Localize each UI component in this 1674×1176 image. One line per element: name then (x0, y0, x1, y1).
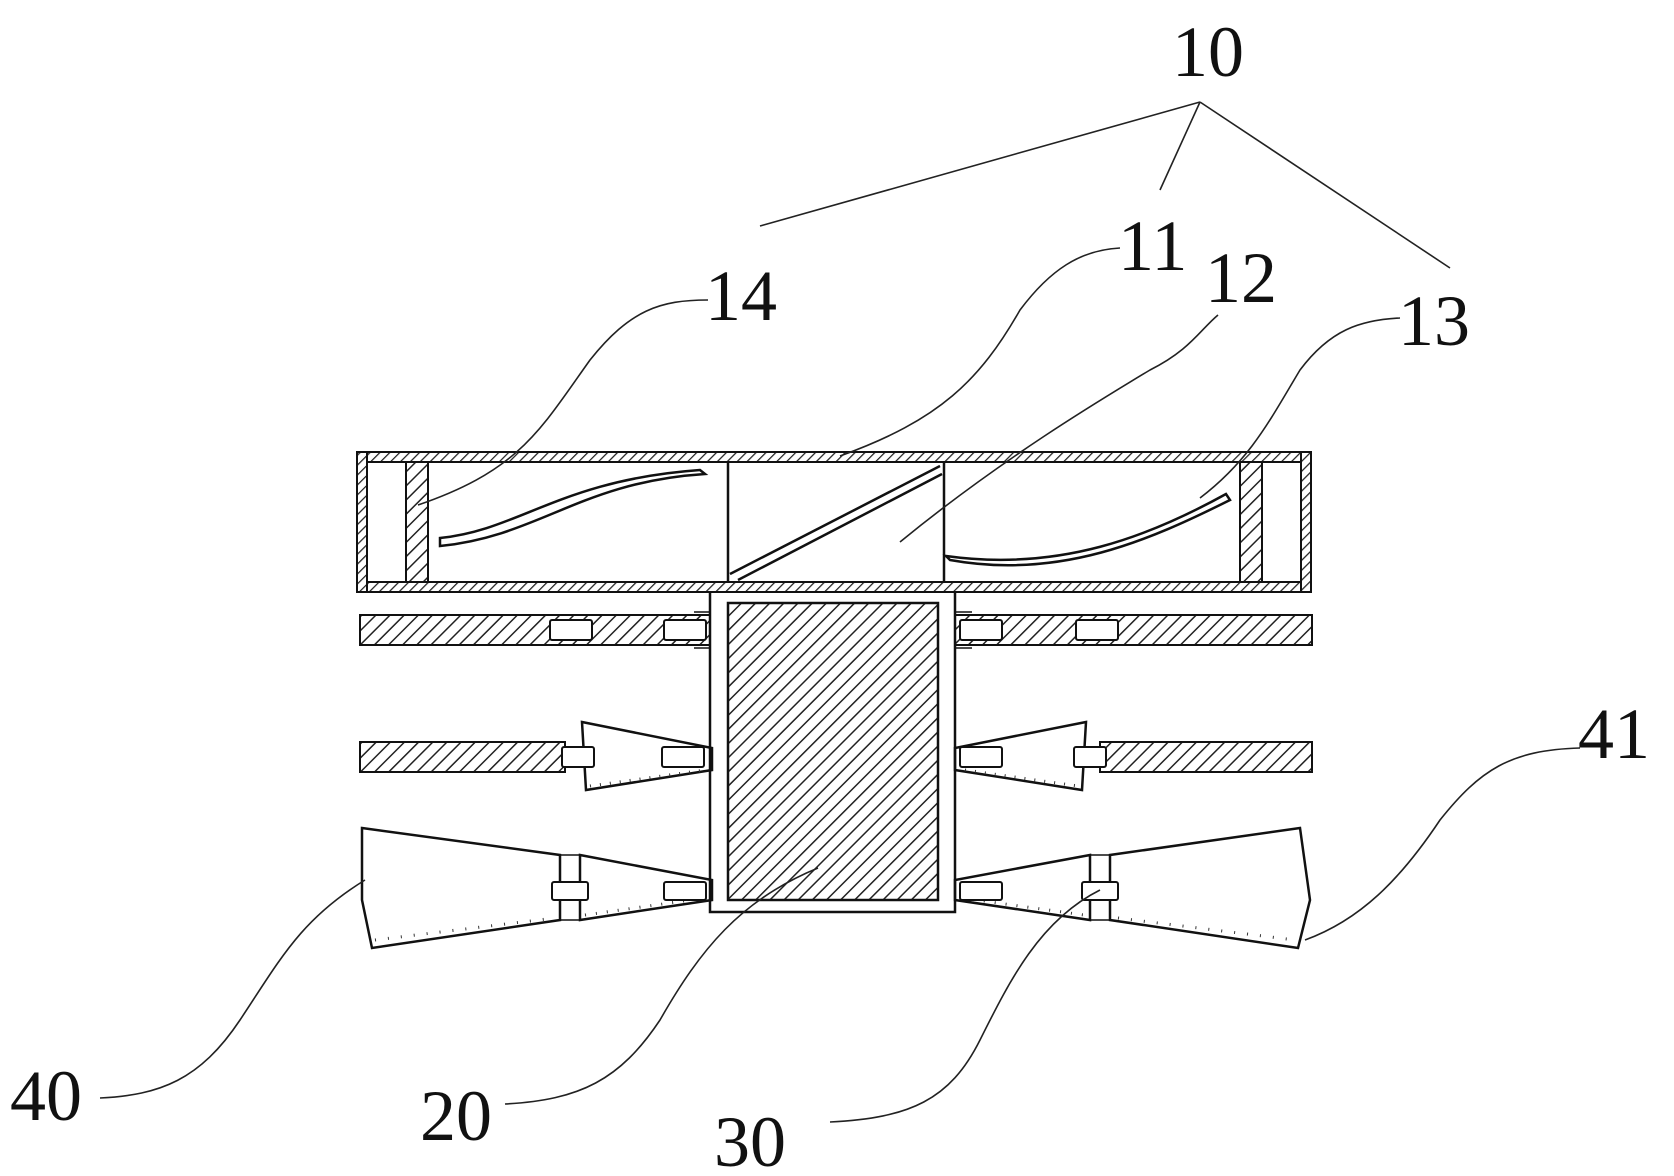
label-10: 10 (1172, 12, 1244, 92)
upper-roller-left-a (549, 619, 593, 641)
right-spring-member (942, 492, 1232, 567)
lower-pin-left (551, 881, 589, 901)
central-column (708, 592, 957, 914)
housing-right-wall (1300, 451, 1312, 593)
housing-left-wall (356, 451, 368, 593)
upper-roller-right-a (959, 619, 1003, 641)
right-piston (1239, 461, 1263, 583)
housing-bottom-wall (356, 581, 1312, 593)
leader-41 (1304, 747, 1581, 941)
leader-13 (1199, 317, 1401, 499)
leader-11 (839, 247, 1121, 457)
leader-40 (99, 879, 366, 1099)
leader-14 (417, 299, 709, 506)
central-plate-line-b (737, 472, 943, 582)
label-13: 13 (1398, 281, 1470, 361)
middle-rail-right (1099, 741, 1313, 773)
middle-pin-left-inner (661, 746, 705, 768)
left-spring-member (438, 468, 709, 548)
upper-rail-right (954, 614, 1313, 646)
lower-blades (360, 826, 1312, 950)
upper-roller-left-b (663, 619, 707, 641)
middle-rail-left (359, 741, 566, 773)
leader-30 (829, 889, 1101, 1123)
label-11: 11 (1118, 206, 1187, 286)
label-40: 40 (10, 1056, 82, 1136)
outer-blade-right (1108, 826, 1312, 950)
label-12: 12 (1205, 238, 1277, 318)
middle-pin-left (561, 746, 595, 768)
reference-labels: 10 11 12 13 14 41 40 20 30 (10, 12, 1650, 1176)
upper-roller-right-b (1075, 619, 1119, 641)
leader-10-b (1159, 101, 1201, 191)
lower-pin-right-inner (959, 881, 1003, 901)
lower-pin-left-inner (663, 881, 707, 901)
leader-12 (899, 314, 1219, 543)
label-41: 41 (1578, 694, 1650, 774)
middle-pin-right (1073, 746, 1107, 768)
label-30: 30 (714, 1102, 786, 1176)
leader-10-c (1199, 101, 1451, 269)
upper-rail-left (359, 614, 711, 646)
housing-top-wall (356, 451, 1312, 463)
leader-20 (504, 867, 819, 1105)
left-piston (405, 461, 429, 583)
top-housing (356, 451, 1312, 593)
central-plate-line-a (729, 464, 941, 576)
middle-pin-right-inner (959, 746, 1003, 768)
upper-rail (359, 611, 1313, 649)
label-20: 20 (420, 1076, 492, 1156)
outer-blade-left (360, 826, 562, 950)
leader-10-a (759, 101, 1201, 227)
label-14: 14 (705, 256, 777, 336)
leader-lines (99, 101, 1581, 1123)
middle-rail (359, 720, 1313, 792)
column-body (726, 601, 940, 902)
